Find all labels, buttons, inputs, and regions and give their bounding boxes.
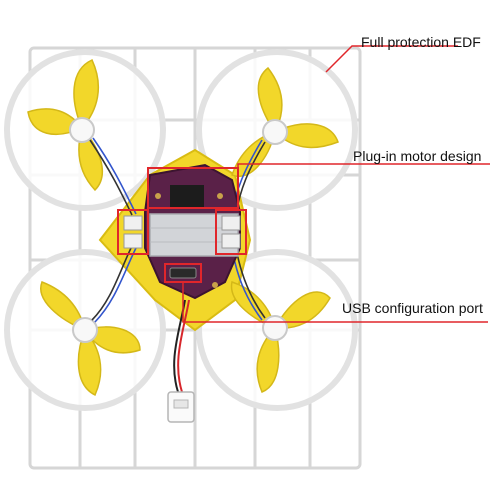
propeller-bottom-left — [40, 281, 141, 397]
leader-motor — [237, 163, 490, 206]
motor-hubs — [69, 117, 288, 343]
flight-controller-board — [144, 163, 241, 300]
callout-label-motor: Plug-in motor design — [353, 148, 482, 164]
callout-label-usb: USB configuration port — [342, 300, 483, 316]
motor-hub-bottom-right — [262, 315, 288, 341]
board-chip — [170, 185, 204, 207]
motor-hub-top-right — [262, 119, 288, 145]
leader-usb — [182, 282, 488, 323]
leader-edf — [325, 45, 458, 73]
highlight-motor-right — [215, 209, 247, 255]
highlight-motor-left — [117, 209, 149, 255]
leader-lines — [182, 45, 490, 323]
usb-port — [169, 267, 197, 279]
callout-label-edf: Full protection EDF — [361, 34, 481, 50]
motor-plugs — [123, 215, 241, 249]
propeller-top-left — [27, 59, 104, 192]
motor-hub-top-left — [69, 117, 95, 143]
motor-hub-bottom-left — [72, 317, 98, 343]
battery-lead — [167, 299, 195, 423]
